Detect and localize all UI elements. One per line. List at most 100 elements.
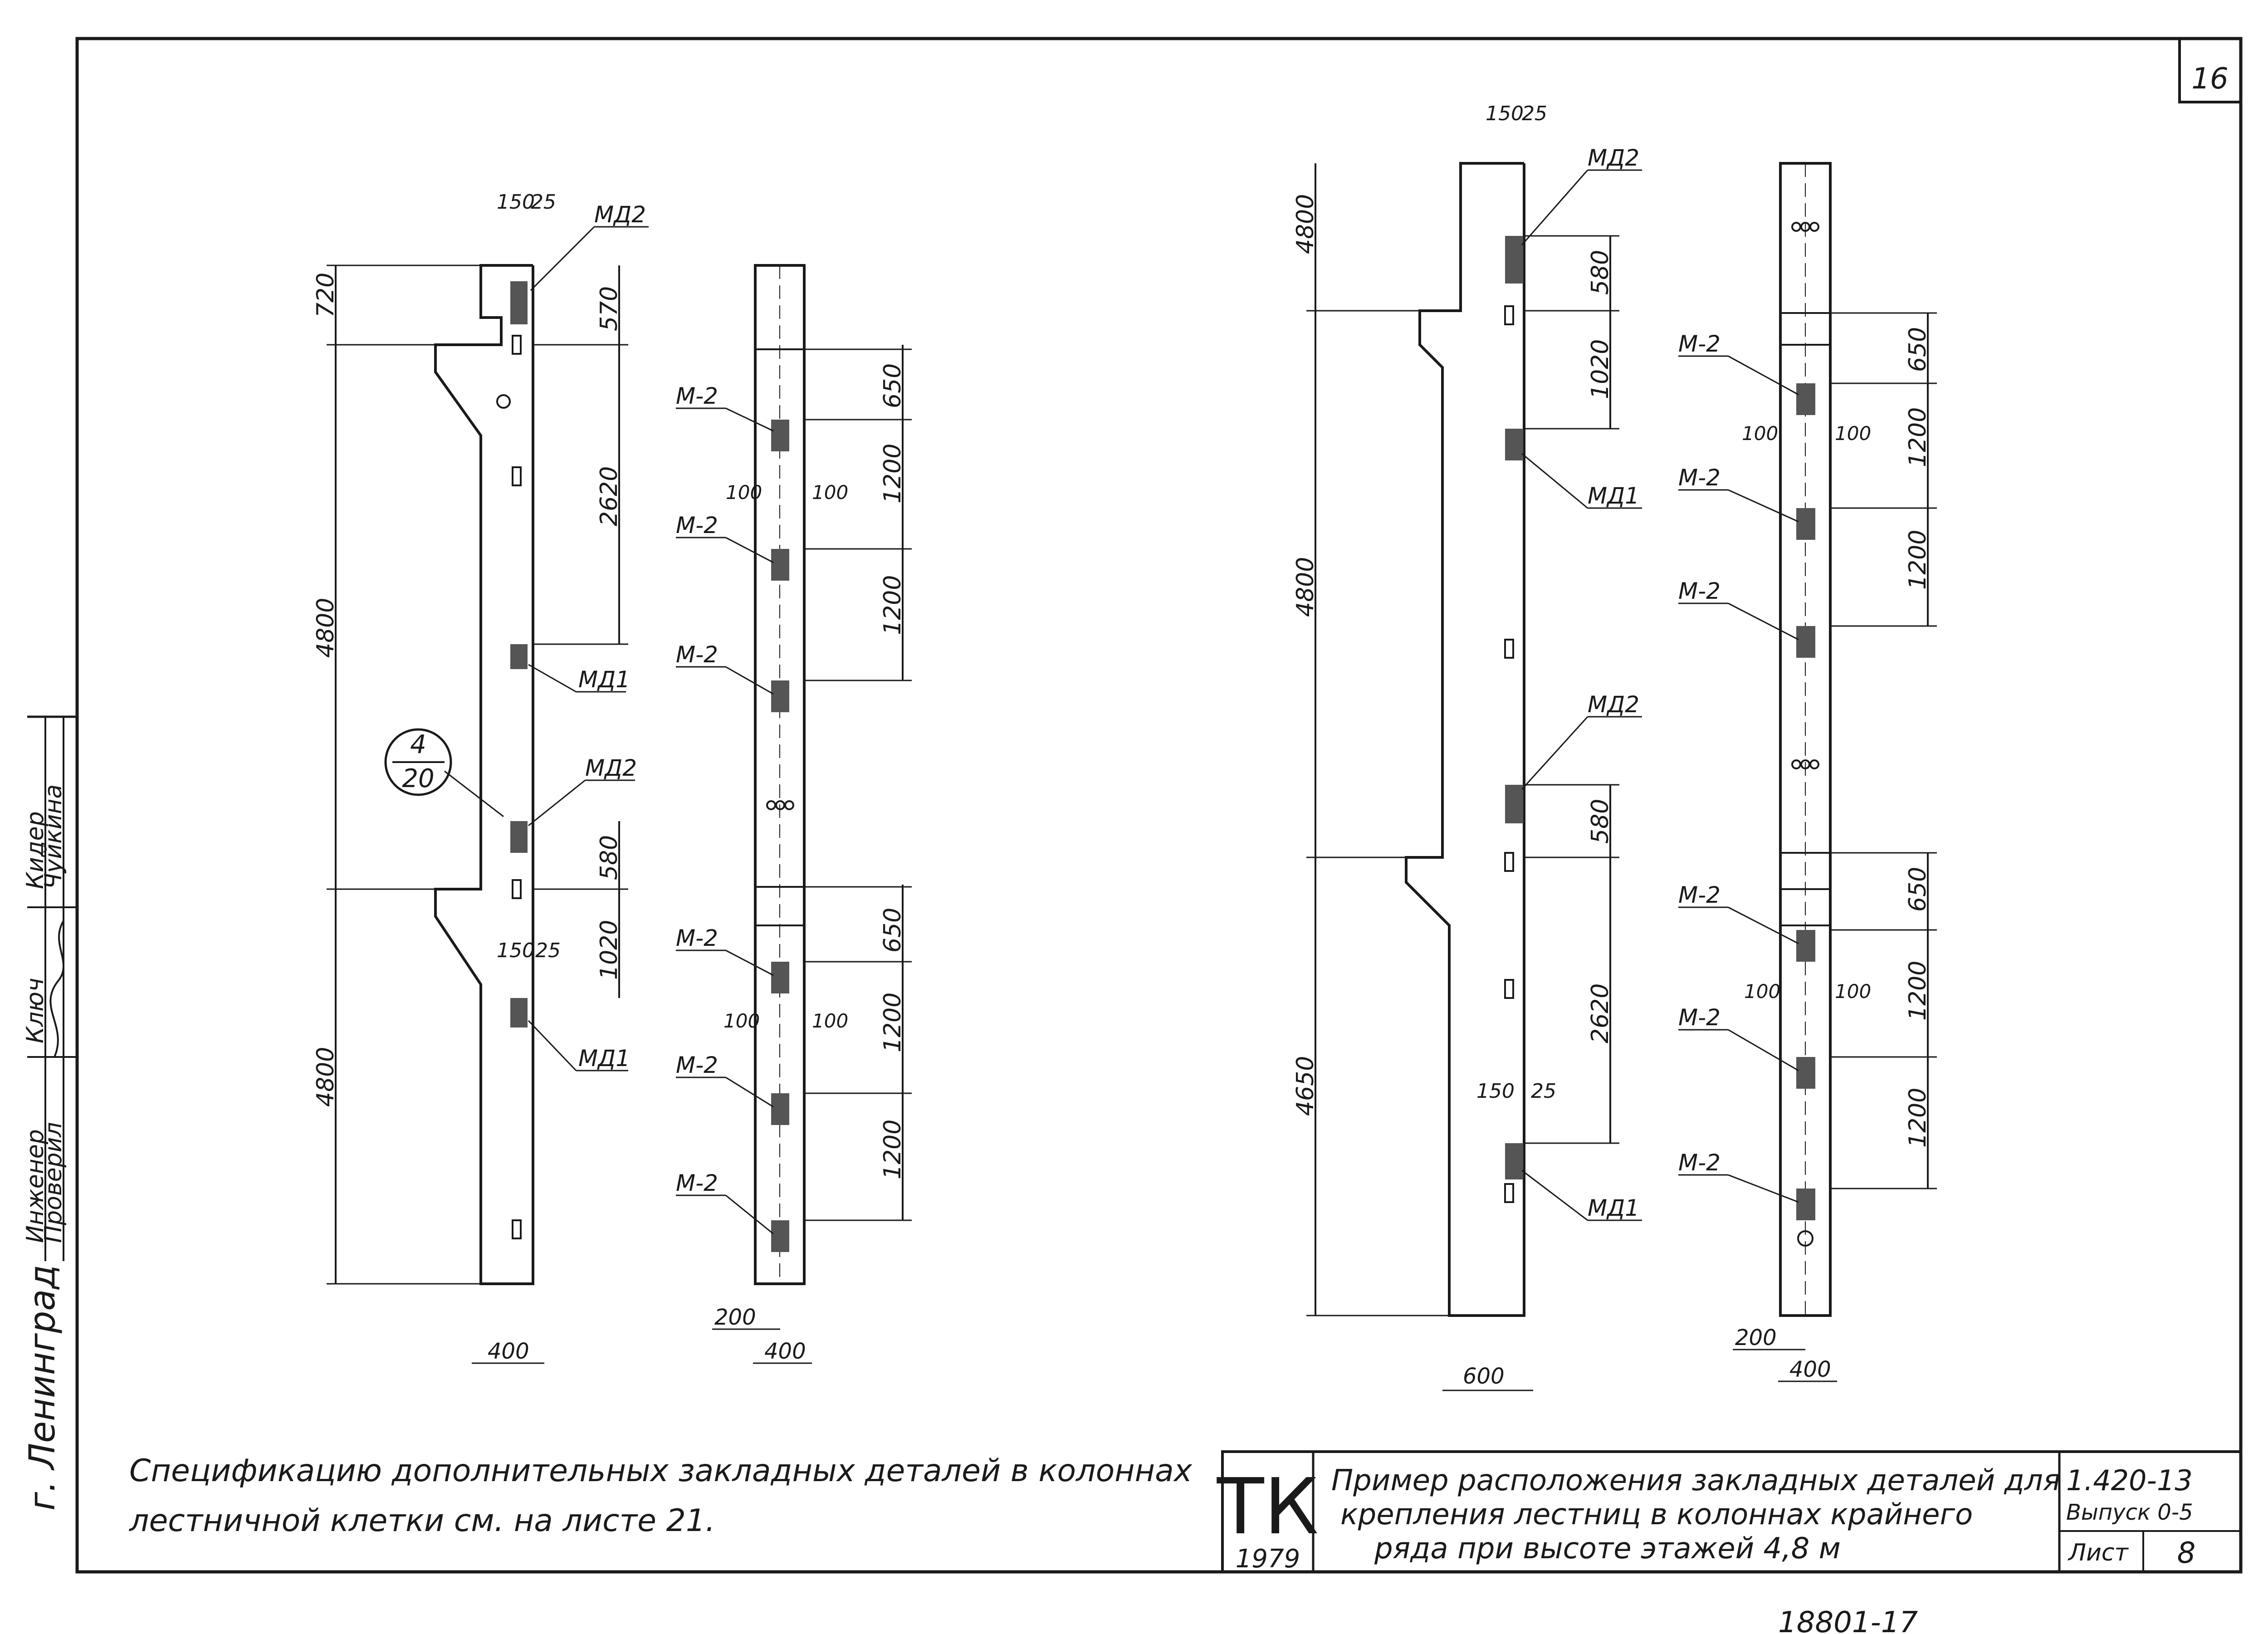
callout-den: 20 xyxy=(402,764,434,793)
doc-number: 1.420-13 xyxy=(2066,1464,2193,1497)
dim-right-580a: 580 xyxy=(1587,250,1614,295)
dim-lf-100-left: 100 xyxy=(726,481,762,504)
right-column-side-view: 4800 4800 4650 580 1020 580 2620 150 25 … xyxy=(1292,102,1642,1391)
dim-right-4800-top: 4800 xyxy=(1292,194,1319,254)
sheet-label: Лист xyxy=(2068,1539,2129,1566)
dim-left-2620: 2620 xyxy=(596,466,623,526)
label-left-md1-lower: МД1 xyxy=(578,1045,630,1071)
dim-lf-650a: 650 xyxy=(879,363,906,408)
label-right-md1-upper: МД1 xyxy=(1588,483,1639,509)
label-rf-m2-6: М-2 xyxy=(1678,1150,1721,1176)
label-rf-m2-5: М-2 xyxy=(1678,1004,1721,1031)
plate-md2-top xyxy=(510,281,528,324)
dim-left-25-low: 25 xyxy=(535,939,561,962)
bottom-ref: 18801-17 xyxy=(1778,1606,1918,1634)
issue-label: Выпуск 0-5 xyxy=(2066,1500,2193,1525)
name-klyuch: Ключ xyxy=(22,978,49,1043)
left-column-side-view: 720 4800 4800 570 2620 580 1020 150 25 1… xyxy=(312,191,649,1364)
dim-lf-100-right: 100 xyxy=(812,481,848,504)
label-lf-m2-6: М-2 xyxy=(676,1170,718,1196)
plate-md1-upper xyxy=(510,644,528,669)
label-right-md1-lower: МД1 xyxy=(1588,1195,1639,1221)
plate-md2-mid xyxy=(510,821,528,853)
page-number: 16 xyxy=(2191,62,2228,96)
label-rf-m2-4: М-2 xyxy=(1678,882,1721,908)
dim-lf-1200d: 1200 xyxy=(879,1120,906,1179)
sheet-number: 8 xyxy=(2177,1536,2196,1570)
dim-right-25-top: 25 xyxy=(1522,102,1547,125)
dim-right-580b: 580 xyxy=(1587,799,1614,844)
dim-lf-200: 200 xyxy=(714,1305,756,1330)
label-lf-m2-2: М-2 xyxy=(676,512,718,538)
dim-rf-1200c: 1200 xyxy=(1904,961,1931,1021)
dim-rf-100-right: 100 xyxy=(1835,422,1871,445)
dim-right-150-low: 150 xyxy=(1476,1080,1515,1103)
right-column-front-view: 650 1200 1200 650 1200 1200 М-2 М-2 М-2 … xyxy=(1678,162,1937,1382)
dim-lf-1200b: 1200 xyxy=(879,575,906,635)
dim-lf-650b: 650 xyxy=(879,908,906,953)
title-block: ТК 1979 Пример расположения закладных де… xyxy=(1217,1450,2242,1574)
callout-num: 4 xyxy=(410,730,426,759)
title-line1: Пример расположения закладных деталей дл… xyxy=(1331,1464,2060,1497)
dim-left-1020: 1020 xyxy=(596,920,623,980)
signature-scribble xyxy=(49,920,64,1057)
dim-left-width-400: 400 xyxy=(488,1339,529,1364)
label-left-md1-upper: МД1 xyxy=(578,666,630,693)
label-rf-m2-1: М-2 xyxy=(1678,331,1721,357)
dim-right-2620: 2620 xyxy=(1587,983,1614,1043)
left-column-front-view: 650 1200 1200 650 1200 1200 М-2 М-2 М-2 … xyxy=(676,264,912,1364)
stamp-tk: ТК xyxy=(1217,1462,1319,1552)
label-lf-m2-4: М-2 xyxy=(676,925,718,951)
dim-rf-1200a: 1200 xyxy=(1904,407,1931,467)
dim-rf-650a: 650 xyxy=(1904,327,1931,372)
label-right-md2-mid: МД2 xyxy=(1588,691,1639,718)
label-lf-m2-1: М-2 xyxy=(676,383,718,409)
dim-left-150-top: 150 xyxy=(497,191,535,214)
dim-right-1020: 1020 xyxy=(1587,339,1614,399)
sheet-frame xyxy=(75,37,2243,1574)
title-line2: крепления лестниц в колоннах крайнего xyxy=(1340,1498,1973,1531)
plate-md1-lower xyxy=(510,998,528,1027)
dim-rf-100-left-2: 100 xyxy=(1744,980,1780,1003)
dim-lf-1200c: 1200 xyxy=(879,993,906,1052)
dim-right-width-600: 600 xyxy=(1463,1364,1505,1389)
dim-rf-100-right-2: 100 xyxy=(1835,980,1871,1003)
city-label: г. Ленинград xyxy=(22,1265,63,1511)
label-left-md2-mid: МД2 xyxy=(585,755,637,781)
name-kider: Кидер xyxy=(22,811,49,889)
label-right-md2-top: МД2 xyxy=(1588,145,1639,171)
dim-left-25-top: 25 xyxy=(531,191,556,214)
dim-lf-1200a: 1200 xyxy=(879,444,906,504)
dim-right-4650: 4650 xyxy=(1292,1056,1319,1116)
dim-left-720: 720 xyxy=(312,273,339,318)
name-chuykina: Чуйкина xyxy=(40,784,67,889)
spec-note-line2: лестничной клетки см. на листе 21. xyxy=(128,1503,715,1539)
role-engineer: Инженер xyxy=(22,1129,49,1243)
title-line3: ряда при высоте этажей 4,8 м xyxy=(1374,1532,1841,1566)
stamp-year: 1979 xyxy=(1236,1544,1300,1574)
callout-circle xyxy=(384,728,452,796)
dim-left-4800-top: 4800 xyxy=(312,598,339,658)
dim-rf-1200b: 1200 xyxy=(1904,530,1931,590)
dim-right-4800-mid: 4800 xyxy=(1292,557,1319,617)
label-lf-m2-3: М-2 xyxy=(676,641,718,668)
label-lf-m2-5: М-2 xyxy=(676,1052,718,1078)
dim-rf-200: 200 xyxy=(1735,1325,1777,1350)
dim-right-25-low: 25 xyxy=(1531,1080,1556,1103)
dim-lf-400: 400 xyxy=(764,1339,806,1364)
dim-rf-1200d: 1200 xyxy=(1904,1088,1931,1148)
label-rf-m2-3: М-2 xyxy=(1678,578,1721,604)
label-rf-m2-2: М-2 xyxy=(1678,465,1721,491)
dim-lf-100-left-2: 100 xyxy=(723,1010,760,1032)
dim-left-570: 570 xyxy=(596,286,623,331)
dim-rf-100-left: 100 xyxy=(1742,422,1778,445)
dim-left-580: 580 xyxy=(596,835,623,880)
signature-block: Инженер Проверил Ключ Кидер Чуйкина г. Л… xyxy=(22,715,77,1511)
page-number-box xyxy=(2178,37,2242,103)
dim-right-150-top: 150 xyxy=(1486,102,1524,125)
dim-lf-100-right-2: 100 xyxy=(812,1010,848,1032)
role-checker: Проверил xyxy=(40,1122,67,1243)
dim-left-4800-bot: 4800 xyxy=(312,1047,339,1107)
spec-note-line1: Спецификацию дополнительных закладных де… xyxy=(129,1453,1193,1489)
